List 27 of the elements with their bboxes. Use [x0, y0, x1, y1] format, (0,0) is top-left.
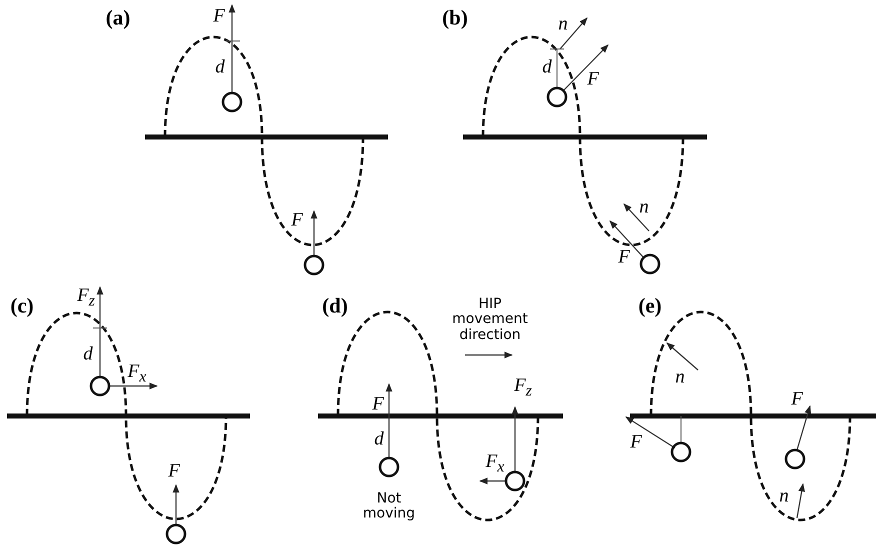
- panel-label: (a): [106, 6, 130, 30]
- normal-label: n: [779, 486, 789, 508]
- normal-label: n: [675, 368, 685, 388]
- force-label: F$_{x}$: [486, 452, 504, 476]
- distance-label: d: [83, 344, 93, 366]
- force-label: F: [587, 70, 599, 90]
- panel-label: (b): [442, 6, 468, 30]
- normal-label: n: [558, 14, 568, 36]
- force-label: F: [618, 248, 630, 268]
- normal-label: n: [639, 198, 649, 218]
- panel-label: (d): [322, 294, 348, 318]
- panel-label: (c): [10, 294, 34, 318]
- panel-label: (e): [638, 294, 662, 318]
- force-label: F: [168, 462, 180, 482]
- direction-note: HIP movement direction: [451, 296, 529, 344]
- distance-label: d: [374, 430, 384, 450]
- force-label: F: [630, 432, 642, 454]
- status-note: Not moving: [362, 492, 416, 522]
- force-label: F: [291, 210, 303, 232]
- distance-label: d: [542, 58, 552, 78]
- force-label: F: [213, 6, 225, 28]
- force-label: F$_{x}$: [128, 362, 146, 386]
- force-label: F: [791, 390, 803, 410]
- distance-label: d: [215, 58, 225, 78]
- force-label: F$_{z}$: [514, 376, 532, 400]
- force-label: F: [372, 394, 384, 416]
- force-label: F$_{z}$: [77, 286, 95, 310]
